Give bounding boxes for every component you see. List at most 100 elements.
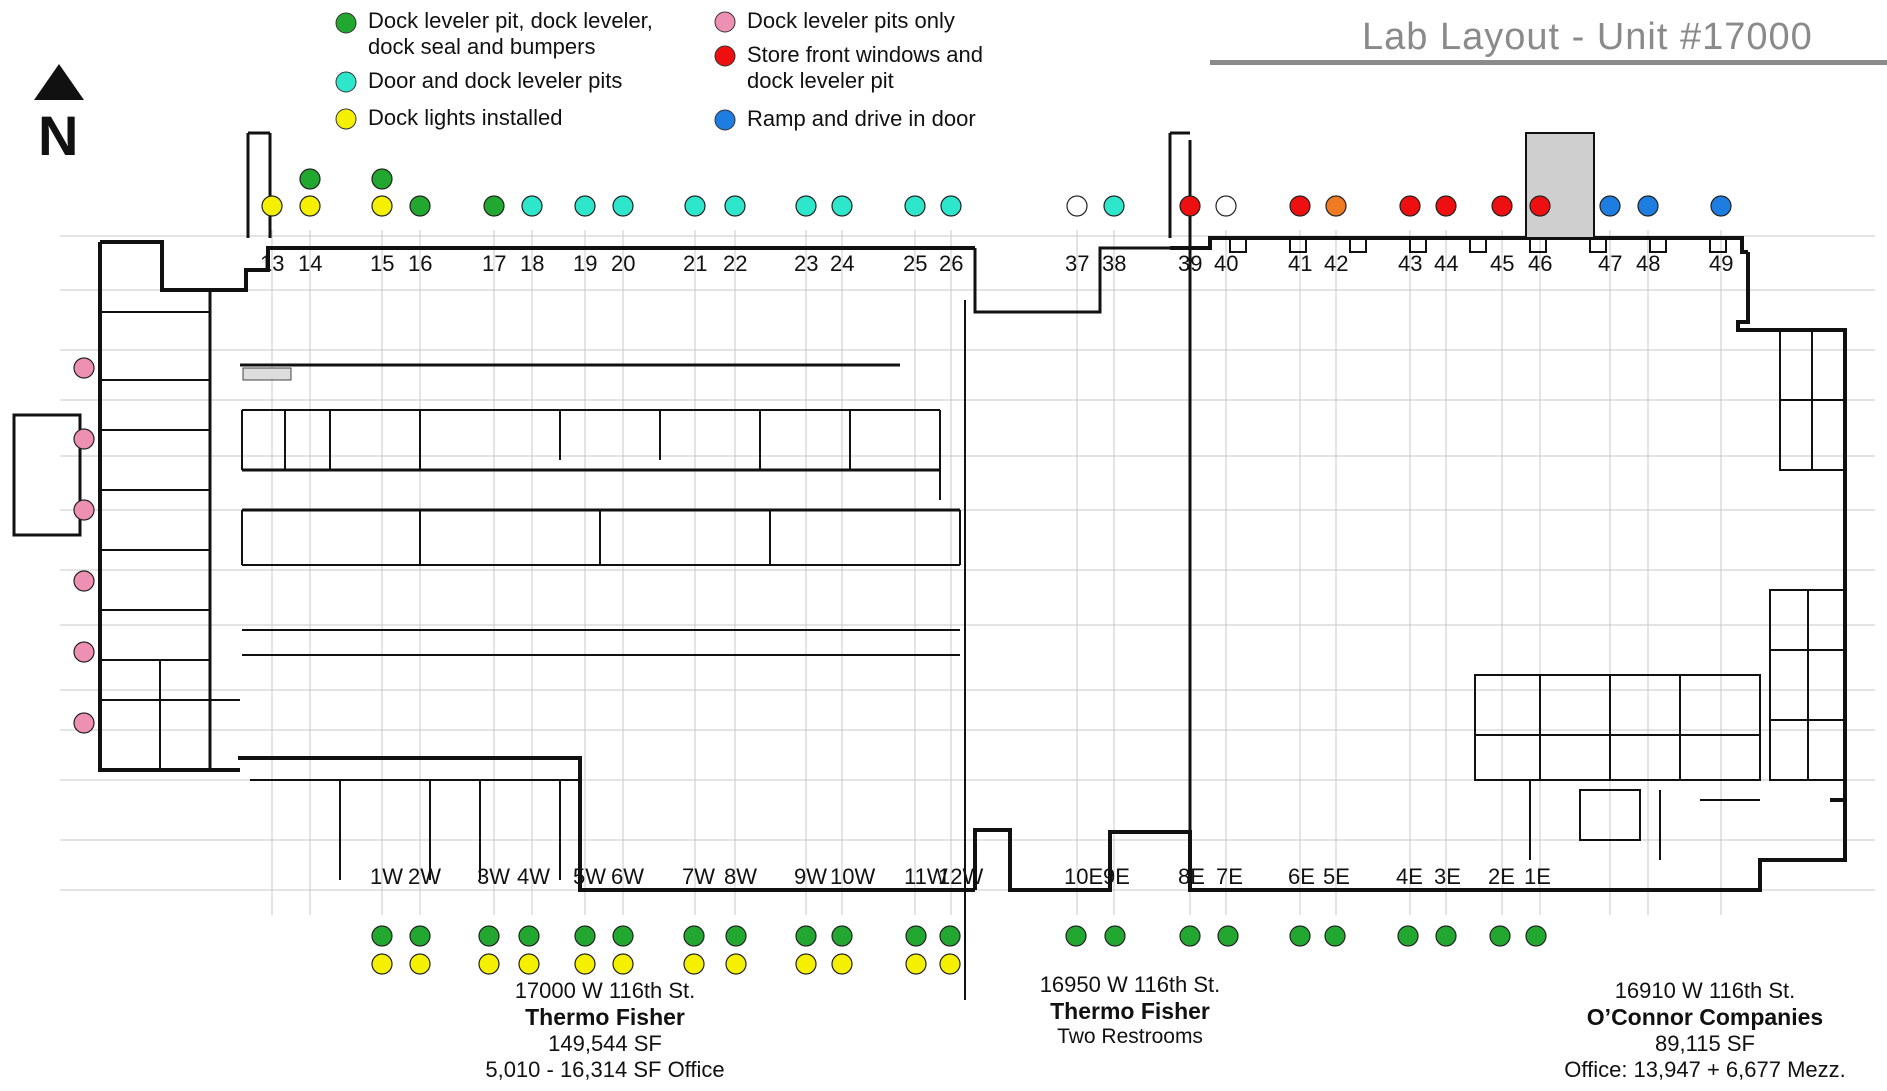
red-dot-icon (714, 45, 736, 67)
dock-15-yellow-dot (371, 195, 393, 217)
east-office-north (1779, 330, 1845, 471)
dock-8W-yellow-dot (725, 953, 747, 975)
column-grid (60, 230, 1875, 915)
building-caption-16910: 16910 W 116th St. O’Connor Companies 89,… (1535, 978, 1875, 1083)
lab-rooms-a (241, 409, 941, 500)
dock-2W-green-dot (409, 925, 431, 947)
dock-10W-yellow-dot (831, 953, 853, 975)
dock-label-4E: 4E (1396, 864, 1423, 889)
title-underline (1210, 60, 1887, 65)
dock-23-cyan-dot (795, 195, 817, 217)
dock-18-cyan-dot (521, 195, 543, 217)
dock-label-1W: 1W (370, 864, 403, 889)
dock-1E-green-dot (1525, 925, 1547, 947)
north-wall-stub (1168, 131, 1192, 238)
east-office-lower (1529, 780, 1760, 860)
dock-37-white-dot (1066, 195, 1088, 217)
south-wall-mid (973, 828, 1480, 892)
dock-bump (1229, 238, 1247, 253)
west-dock-pink-dot (73, 641, 95, 663)
dock-label-47: 47 (1598, 251, 1623, 276)
dock-3E-green-dot (1435, 925, 1457, 947)
dock-bump (1709, 238, 1727, 253)
dock-label-41: 41 (1288, 251, 1313, 276)
yellow-dot-icon (335, 108, 357, 130)
hatched-strip (242, 367, 292, 381)
west-dock-pink-dot (73, 712, 95, 734)
lab-corridor (242, 468, 960, 512)
building-caption-17000: 17000 W 116th St. Thermo Fisher 149,544 … (460, 978, 750, 1083)
dock-bump (1289, 238, 1307, 253)
dock-label-6W: 6W (611, 864, 644, 889)
dock-24-cyan-dot (831, 195, 853, 217)
dock-label-45: 45 (1490, 251, 1515, 276)
dock-label-37: 37 (1065, 251, 1090, 276)
dock-label-8W: 8W (724, 864, 757, 889)
dock-8E-green-dot (1179, 925, 1201, 947)
dock-label-13: 13 (260, 251, 285, 276)
west-dock-pink-dot (73, 570, 95, 592)
pink-dot-icon (714, 11, 736, 33)
building-caption-16950: 16950 W 116th St. Thermo Fisher Two Rest… (1010, 972, 1250, 1049)
east-office-south (1474, 674, 1761, 781)
north-arrow-icon (32, 62, 86, 107)
dock-44-red-dot (1435, 195, 1457, 217)
building-office: 5,010 - 16,314 SF Office (485, 1057, 725, 1082)
building-tenant: Thermo Fisher (1050, 998, 1210, 1024)
dock-label-10W: 10W (830, 864, 876, 889)
dock-label-6E: 6E (1288, 864, 1315, 889)
sw-office (100, 660, 240, 770)
west-canopy (12, 413, 82, 537)
lab-rooms-b (241, 510, 961, 566)
dock-15-green-dot (371, 168, 393, 190)
west-dock-pink-dot (73, 357, 95, 379)
dock-label-25: 25 (903, 251, 928, 276)
dock-label-26: 26 (939, 251, 964, 276)
west-dock-pink-dot (73, 499, 95, 521)
dock-label-9E: 9E (1103, 864, 1130, 889)
dock-label-1E: 1E (1524, 864, 1551, 889)
cyan-dot-icon (335, 71, 357, 93)
dock-label-40: 40 (1214, 251, 1239, 276)
dock-label-2W: 2W (408, 864, 441, 889)
building-address: 17000 W 116th St. (514, 978, 696, 1003)
legend-label-red: Store front windows and dock leveler pit (747, 42, 984, 93)
north-wall-east (1170, 236, 1748, 254)
dock-label-17: 17 (482, 251, 507, 276)
dock-43-red-dot (1399, 195, 1421, 217)
green-dot-icon (335, 12, 357, 34)
dock-label-9W: 9W (794, 864, 827, 889)
page-title: Lab Layout - Unit #17000 (1362, 16, 1813, 58)
blue-dot-icon (714, 109, 736, 131)
dock-26-cyan-dot (940, 195, 962, 217)
hatched-block (1525, 132, 1595, 239)
dock-label-43: 43 (1398, 251, 1423, 276)
east-office-mid (1769, 589, 1846, 781)
dock-46-red-dot (1529, 195, 1551, 217)
dock-25-cyan-dot (904, 195, 926, 217)
north-wall-west (100, 240, 975, 292)
dock-label-42: 42 (1324, 251, 1349, 276)
building-office: Office: 13,947 + 6,677 Mezz. (1564, 1057, 1846, 1082)
dock-bump (1529, 238, 1547, 253)
west-offices (100, 311, 210, 661)
dock-19-cyan-dot (574, 195, 596, 217)
dock-6W-yellow-dot (612, 953, 634, 975)
dock-39-red-dot (1179, 195, 1201, 217)
dock-8W-green-dot (725, 925, 747, 947)
dock-label-8E: 8E (1178, 864, 1205, 889)
dock-12W-yellow-dot (939, 953, 961, 975)
dock-label-44: 44 (1434, 251, 1459, 276)
dock-bump (1589, 238, 1607, 253)
north-wall-mid (973, 246, 1170, 314)
dock-6W-green-dot (612, 925, 634, 947)
dock-17-green-dot (483, 195, 505, 217)
dock-status-dots (73, 168, 1732, 975)
building-area: 89,115 SF (1655, 1031, 1755, 1056)
dock-2W-yellow-dot (409, 953, 431, 975)
dock-14-yellow-dot (299, 195, 321, 217)
dock-label-48: 48 (1636, 251, 1661, 276)
dock-5E-green-dot (1324, 925, 1346, 947)
dock-bump (1409, 238, 1427, 253)
